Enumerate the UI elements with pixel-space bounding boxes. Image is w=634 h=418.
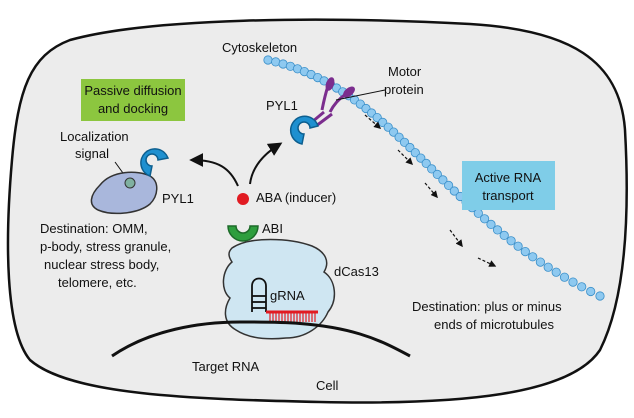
abi-icon	[227, 225, 259, 242]
microtubule-bead	[559, 272, 570, 282]
microtubule-bead	[543, 262, 553, 272]
microtubule-bead	[443, 180, 454, 190]
aba-label: ABA (inducer)	[256, 190, 336, 205]
destination-right-line2: ends of microtubules	[434, 317, 554, 332]
microtubule-bead	[410, 148, 420, 158]
localization-label-line2: signal	[75, 146, 109, 161]
localization-signal-dot	[124, 177, 136, 189]
passive-diffusion-line2: and docking	[98, 101, 168, 116]
microtubule-bead	[449, 186, 459, 196]
microtubule-bead	[432, 169, 442, 179]
microtubule-bead	[513, 241, 523, 251]
motor-leader-line	[335, 89, 386, 101]
microtubule-bead	[427, 164, 437, 174]
destination-left-line4: telomere, etc.	[58, 275, 137, 290]
microtubule-bead	[595, 291, 605, 301]
microtubule-bead	[492, 225, 503, 235]
microtubule-bead	[568, 277, 578, 287]
active-transport-line2: transport	[482, 188, 534, 203]
passive-diffusion-box	[81, 79, 185, 121]
arrow-to-left	[189, 153, 239, 187]
motor-protein-label-line1: Motor	[388, 64, 422, 79]
destination-left-line2: p-body, stress granule,	[40, 239, 171, 254]
destination-left-line3: nuclear stress body,	[44, 257, 159, 272]
microtubule-bead	[263, 55, 273, 65]
abi-label: ABI	[262, 221, 283, 236]
microtubule-bead	[486, 219, 496, 229]
microtubule-bead	[506, 236, 516, 246]
microtubule-bead	[528, 252, 538, 262]
pyl1-left-label: PYL1	[162, 191, 194, 206]
rna-pairing-ladder	[269, 312, 316, 322]
destination-left-line1: Destination: OMM,	[40, 221, 148, 236]
microtubule-bead	[499, 230, 509, 240]
active-transport-box	[462, 161, 555, 210]
motor-protein-label-line2: protein	[384, 82, 424, 97]
dcas13-label: dCas13	[334, 264, 379, 279]
microtubule-bead	[479, 214, 490, 224]
microtubule-bead	[577, 282, 587, 292]
microtubule-bead	[535, 257, 546, 267]
grna-label: gRNA	[270, 288, 305, 303]
microtubule-bead	[438, 175, 448, 185]
target-rna-label: Target RNA	[192, 359, 260, 374]
arrow-to-top	[249, 142, 283, 185]
grna-hairpin	[251, 277, 267, 312]
destination-right-line1: Destination: plus or minus	[412, 299, 562, 314]
transport-arrows	[364, 114, 497, 267]
pyl1-top-icon	[289, 115, 319, 145]
passive-diffusion-line1: Passive diffusion	[84, 83, 181, 98]
microtubule-bead	[520, 247, 530, 257]
active-transport-line1: Active RNA	[475, 170, 542, 185]
target-rna	[111, 320, 411, 358]
microtubule-bead	[551, 267, 561, 277]
pyl1-top-label: PYL1	[266, 98, 298, 113]
microtubule-bead	[421, 158, 431, 168]
pyl1-left-icon	[140, 148, 170, 178]
cell-label: Cell	[316, 378, 339, 393]
localization-label-line1: Localization	[60, 129, 129, 144]
organelle	[90, 171, 158, 215]
aba-dot	[237, 193, 249, 205]
cytoskeleton-label: Cytoskeleton	[222, 40, 297, 55]
microtubule-bead	[586, 286, 596, 297]
